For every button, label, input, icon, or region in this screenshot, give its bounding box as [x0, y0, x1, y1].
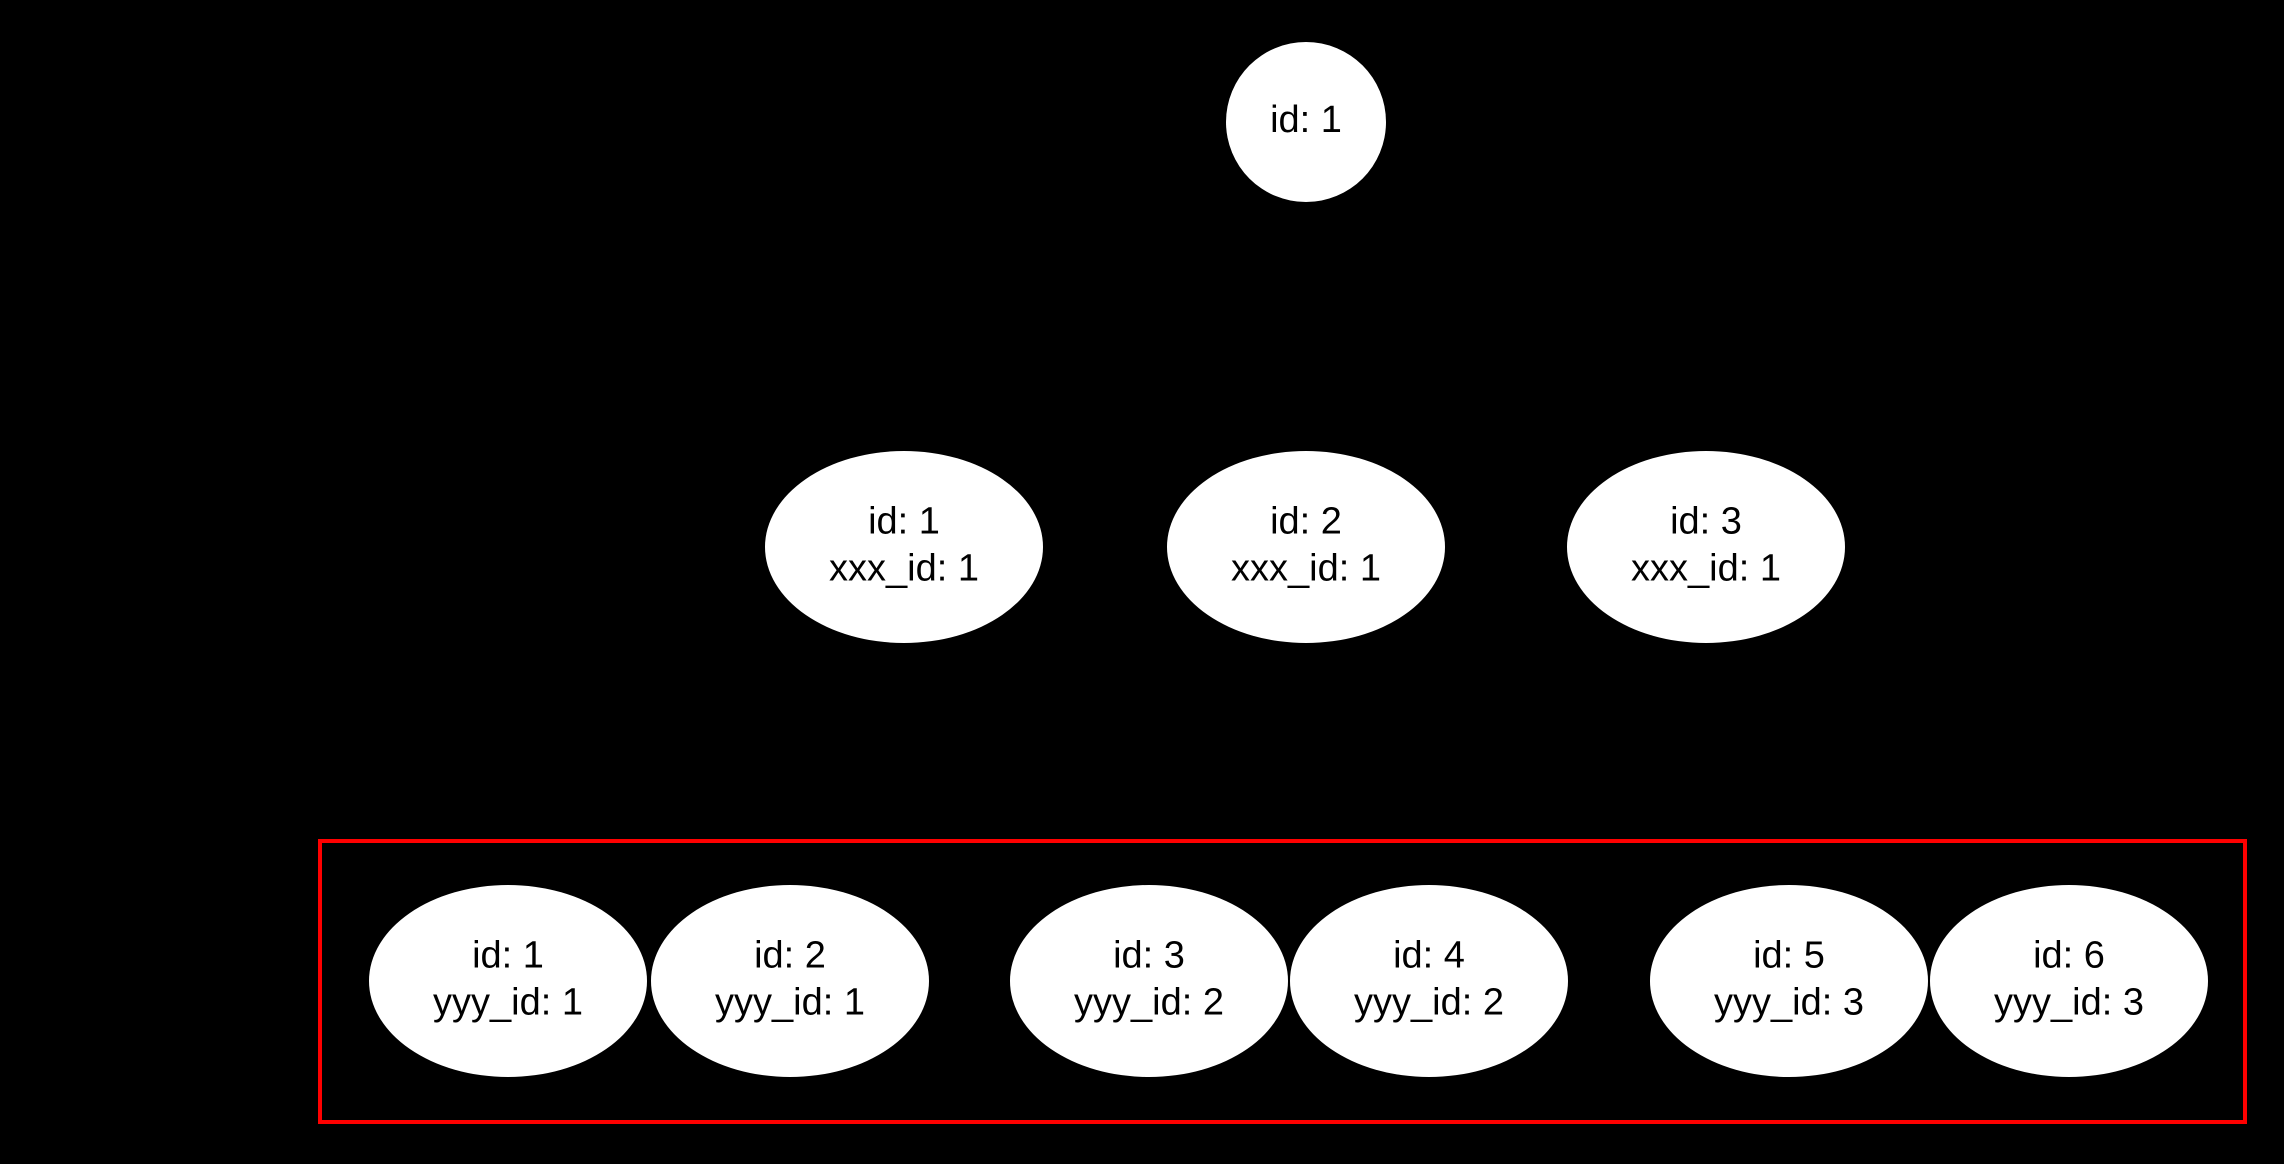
node-label-leaf-6-line-2: yyy_id: 3 — [1994, 982, 2144, 1024]
node-label-leaf-4-line-1: id: 4 — [1393, 935, 1465, 977]
level-group-root-level: id: 1 — [1226, 42, 1386, 202]
node-leaf-4[interactable]: id: 4 yyy_id: 2 — [1290, 885, 1568, 1077]
node-label-leaf-5-line-1: id: 5 — [1753, 935, 1825, 977]
node-shape-mid-1 — [765, 451, 1043, 643]
node-label-leaf-6-line-1: id: 6 — [2033, 935, 2105, 977]
node-label-mid-3-line-1: id: 3 — [1670, 501, 1742, 543]
node-leaf-3[interactable]: id: 3 yyy_id: 2 — [1010, 885, 1288, 1077]
node-shape-leaf-4 — [1290, 885, 1568, 1077]
node-label-leaf-3-line-2: yyy_id: 2 — [1074, 982, 1224, 1024]
edge-mid-1-to-leaf-2 — [788, 642, 906, 886]
edge-mid-3-to-leaf-6 — [1704, 641, 2071, 887]
highlight-layer — [318, 839, 2247, 1124]
node-leaf-2[interactable]: id: 2 yyy_id: 1 — [651, 885, 929, 1077]
node-mid-1[interactable]: id: 1 xxx_id: 1 — [765, 451, 1043, 643]
node-label-leaf-1-line-2: yyy_id: 1 — [433, 982, 583, 1024]
node-label-leaf-4-line-2: yyy_id: 2 — [1354, 982, 1504, 1024]
node-label-leaf-5-line-2: yyy_id: 3 — [1714, 982, 1864, 1024]
node-label-leaf-1-line-1: id: 1 — [472, 935, 544, 977]
node-leaf-6[interactable]: id: 6 yyy_id: 3 — [1930, 885, 2208, 1077]
edge-root-1-to-mid-1 — [902, 200, 1308, 453]
node-label-mid-1-line-1: id: 1 — [868, 501, 940, 543]
nodes-layer: id: 1 id: 1 xxx_id: 1 id: 2 xxx_id: 1 id: 3 xx… — [369, 42, 2208, 1077]
node-label-mid-2-line-2: xxx_id: 1 — [1231, 548, 1381, 590]
node-shape-leaf-3 — [1010, 885, 1288, 1077]
node-shape-root-1 — [1226, 42, 1386, 202]
node-label-mid-3-line-2: xxx_id: 1 — [1631, 548, 1781, 590]
node-mid-2[interactable]: id: 2 xxx_id: 1 — [1167, 451, 1445, 643]
node-label-leaf-2-line-2: yyy_id: 1 — [715, 982, 865, 1024]
node-label-leaf-2-line-1: id: 2 — [754, 935, 826, 977]
edge-mid-2-to-leaf-4 — [1304, 642, 1431, 886]
node-label-root-1-line-1: id: 1 — [1270, 99, 1342, 141]
node-root-1[interactable]: id: 1 — [1226, 42, 1386, 202]
node-shape-mid-3 — [1567, 451, 1845, 643]
node-shape-mid-2 — [1167, 451, 1445, 643]
edge-mid-1-to-leaf-1 — [506, 641, 906, 887]
node-shape-leaf-1 — [369, 885, 647, 1077]
edge-root-1-to-mid-3 — [1304, 200, 1708, 453]
node-leaf-5[interactable]: id: 5 yyy_id: 3 — [1650, 885, 1928, 1077]
level-group-leaf-level: id: 1 yyy_id: 1 id: 2 yyy_id: 1 id: 3 yyy_id:… — [369, 885, 2208, 1077]
node-shape-leaf-5 — [1650, 885, 1928, 1077]
edge-mid-2-to-leaf-3 — [1147, 641, 1308, 887]
node-label-mid-2-line-1: id: 2 — [1270, 501, 1342, 543]
highlight-box — [318, 839, 2247, 1124]
node-leaf-1[interactable]: id: 1 yyy_id: 1 — [369, 885, 647, 1077]
node-label-leaf-3-line-1: id: 3 — [1113, 935, 1185, 977]
edges-layer — [506, 200, 2071, 887]
node-label-mid-1-line-2: xxx_id: 1 — [829, 548, 979, 590]
node-shape-leaf-6 — [1930, 885, 2208, 1077]
node-shape-leaf-2 — [651, 885, 929, 1077]
level-group-middle-level: id: 1 xxx_id: 1 id: 2 xxx_id: 1 id: 3 xxx_id:… — [765, 451, 1845, 643]
node-mid-3[interactable]: id: 3 xxx_id: 1 — [1567, 451, 1845, 643]
edge-mid-3-to-leaf-5 — [1704, 642, 1791, 886]
